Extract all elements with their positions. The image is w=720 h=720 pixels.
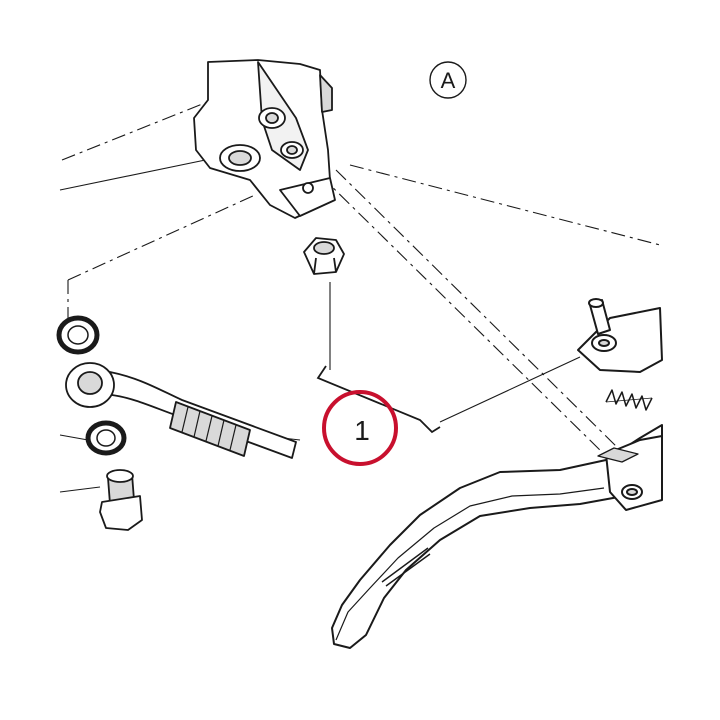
- lever-pivot-hole-inner: [626, 488, 638, 496]
- lever-engraving-mark: [381, 547, 431, 587]
- upper-bolt-hole-inner: [265, 112, 279, 124]
- hex-nut-edge: [313, 257, 317, 275]
- assembly-line: [67, 194, 256, 281]
- hex-nut-edge: [333, 257, 337, 273]
- reservoir-port: [319, 74, 333, 113]
- banjo-fitting-hole: [77, 371, 103, 395]
- view-label: A: [441, 68, 456, 93]
- assembly-line: [319, 174, 606, 456]
- leader-line: [439, 356, 581, 423]
- hose-crimp-sleeve: [169, 401, 251, 457]
- leader-line: [59, 157, 216, 191]
- banjo-bolt-head: [99, 495, 143, 531]
- brake-hose-assembly: [56, 315, 297, 531]
- master-cylinder-mount-tab: [279, 177, 336, 217]
- callout-label: 1: [354, 415, 370, 446]
- hex-nut-bore: [313, 241, 335, 255]
- lever-blade-edge: [335, 487, 605, 641]
- lever-slot: [597, 447, 639, 463]
- callout-bracket: [316, 365, 441, 434]
- callout-1: 1: [322, 390, 398, 466]
- circled-letter-icon: [429, 61, 467, 99]
- brake-lever: [331, 298, 663, 649]
- copper-washer-upper-hole: [67, 325, 89, 345]
- leader-line: [59, 486, 101, 493]
- lever-adjuster-body: [577, 307, 663, 373]
- banjo-port-inner: [228, 150, 252, 166]
- hose-crimp-ribs: [181, 406, 237, 451]
- circled-number-icon: [322, 390, 398, 466]
- assembly-line: [349, 164, 661, 246]
- master-cylinder-body: [193, 59, 336, 219]
- hex-nut: [303, 237, 345, 275]
- lower-bolt-hole-inner: [286, 145, 298, 155]
- return-spring: [605, 389, 653, 411]
- adjuster-pin-hole-inner: [598, 339, 610, 347]
- pivot-hole: [302, 182, 314, 194]
- view-marker: A: [429, 61, 467, 99]
- adjuster-screw-head: [588, 298, 604, 308]
- copper-washer-lower-hole: [96, 429, 116, 447]
- assembly-line: [335, 169, 621, 451]
- leader-line: [59, 434, 89, 441]
- banjo-bolt-top: [106, 469, 134, 483]
- lever-blade: [331, 424, 663, 649]
- leader-lines: [59, 157, 581, 493]
